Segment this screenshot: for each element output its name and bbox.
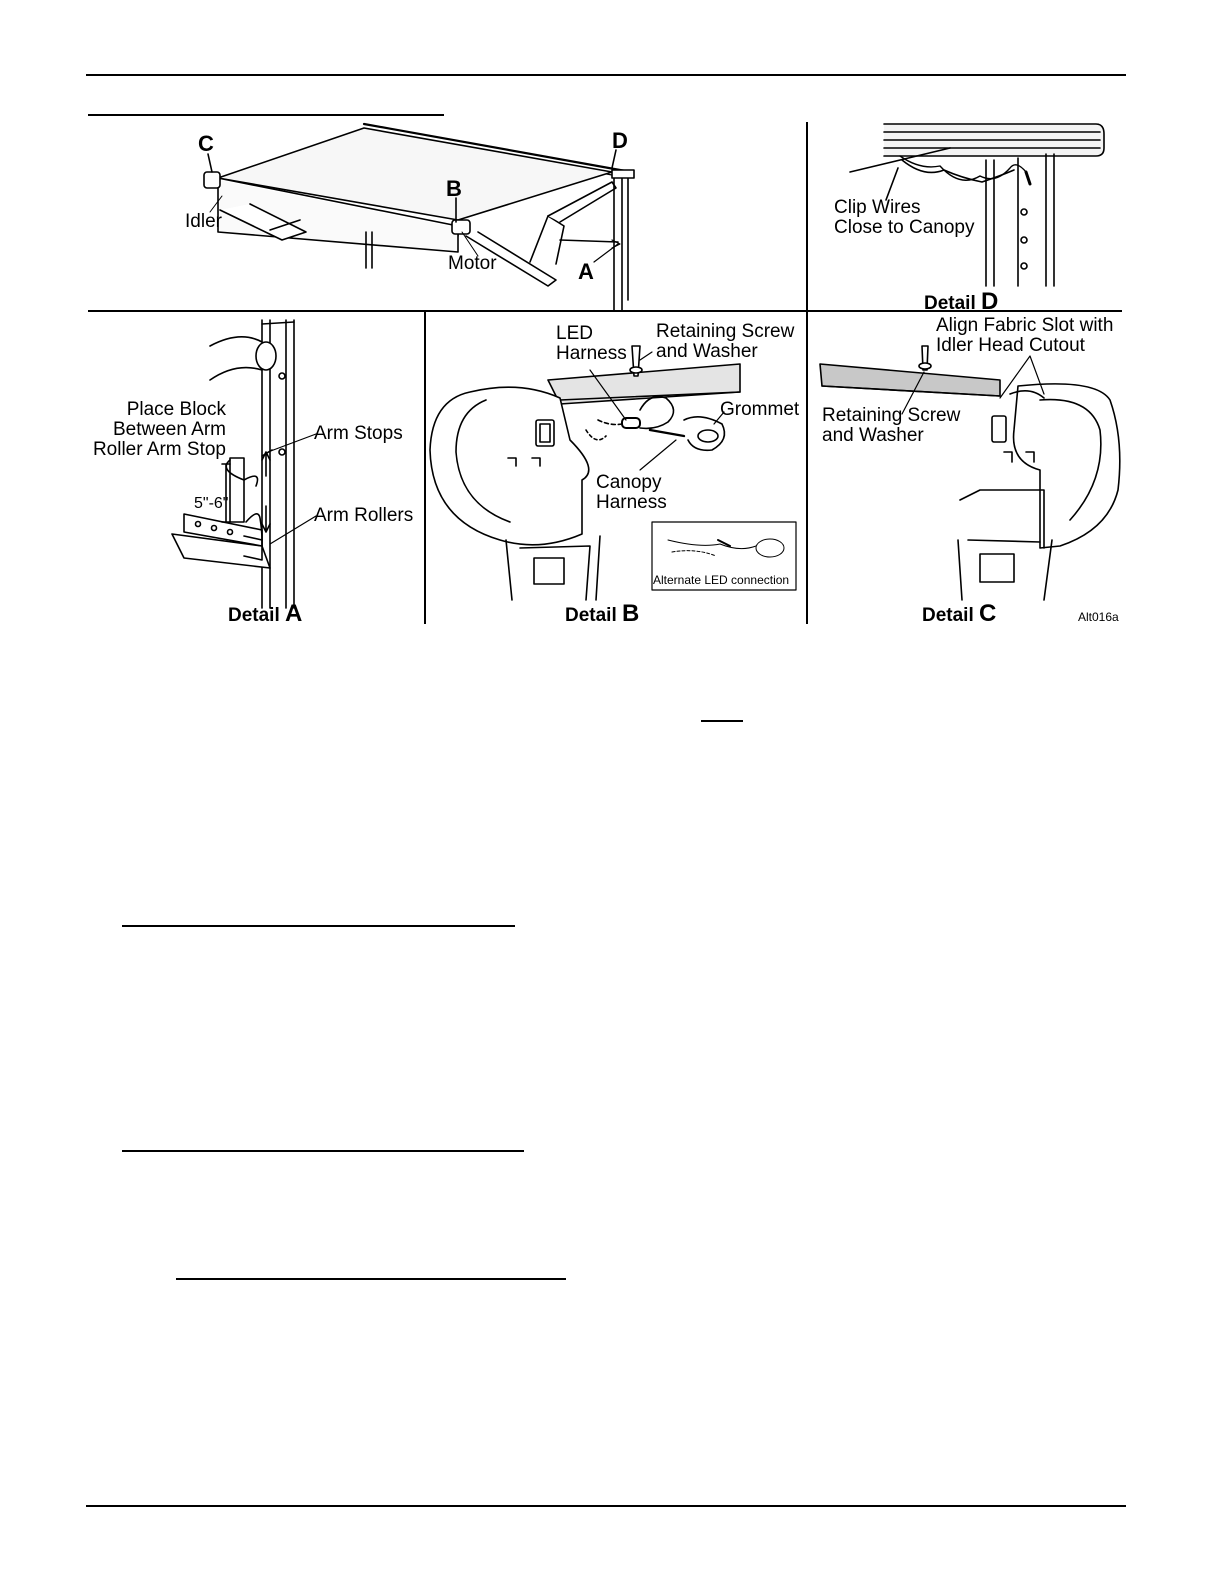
detail-c-caption-word: Detail [922,605,974,626]
idler-head-drawing [204,172,220,188]
retaining-screw-label-b: Retaining Screw and Washer [656,322,794,362]
footer-rule [86,1505,1126,1507]
dimension-label: 5"-6" [194,494,228,514]
detail-b-caption-letter: B [622,600,639,627]
detail-b-caption-word: Detail [565,605,617,626]
awning-overview-drawing [204,124,634,310]
grommet-label: Grommet [720,400,799,420]
detail-c-caption-letter: C [979,600,996,627]
text-underline-1 [701,720,743,722]
detail-d-caption: Detail D [924,288,998,316]
clip-wires-note: Clip Wires Close to Canopy [834,198,974,238]
heading-underline-2 [122,1150,524,1152]
motor-head-drawing [452,220,470,234]
figure-id: Alt016a [1078,610,1119,624]
detail-a-caption: Detail A [228,600,302,628]
arm-stops-label: Arm Stops [314,424,403,444]
detail-b-caption: Detail B [565,600,639,628]
detail-d-caption-word: Detail [924,293,976,314]
callout-b: B [446,179,462,199]
heading-underline-1 [122,925,515,927]
detail-d-caption-letter: D [981,288,998,315]
led-harness-label: LED Harness [556,324,627,364]
retaining-screw-label-c: Retaining Screw and Washer [822,406,960,446]
spacer-block-drawing [230,458,244,522]
idler-label: Idler [185,212,222,232]
arm-rollers-label: Arm Rollers [314,506,413,526]
detail-c-caption: Detail C [922,600,996,628]
canopy-harness-label: Canopy Harness [596,473,667,513]
detail-c-drawing [820,346,1120,600]
detail-a-caption-word: Detail [228,605,280,626]
detail-a-drawing [172,320,316,608]
callout-d: D [612,131,628,151]
heading-underline-3 [176,1278,566,1280]
detail-a-caption-letter: A [285,600,302,627]
place-block-note: Place Block Between Arm Roller Arm Stop [88,400,226,460]
callout-c: C [198,134,214,154]
align-fabric-note: Align Fabric Slot with Idler Head Cutout [936,316,1113,356]
callout-a: A [578,262,594,282]
alternate-led-caption: Alternate LED connection [653,573,789,587]
motor-label: Motor [448,254,497,274]
